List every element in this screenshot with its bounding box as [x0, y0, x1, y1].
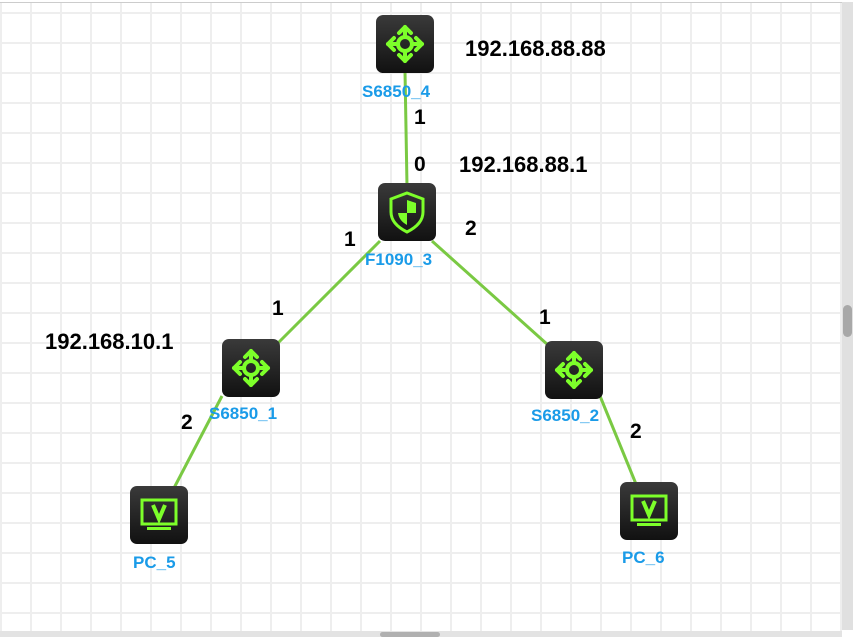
vertical-scrollbar[interactable] [842, 2, 853, 630]
pc-monitor-icon [140, 498, 178, 532]
node-label: S6850_2 [531, 406, 600, 425]
switch-icon [232, 349, 270, 387]
node-pc-6[interactable] [620, 482, 678, 540]
firewall-shield-icon [389, 191, 425, 234]
port-label: 2 [181, 411, 193, 434]
horizontal-scrollbar[interactable] [0, 631, 842, 637]
port-label: 2 [465, 217, 477, 240]
port-label: 1 [344, 228, 356, 251]
links-layer [172, 70, 638, 489]
link-s4-f3[interactable] [403, 70, 409, 187]
node-label: PC_5 [133, 553, 176, 572]
node-label: S6850_1 [209, 404, 278, 423]
link-f3-s1[interactable] [276, 239, 382, 345]
link-s1-pc5[interactable] [172, 395, 224, 489]
node-s6850-1[interactable] [222, 339, 280, 397]
node-pc-5[interactable] [130, 486, 188, 544]
node-label: PC_6 [622, 548, 665, 567]
node-label: F1090_3 [365, 250, 433, 269]
switch-icon [386, 25, 424, 63]
ip-label: 192.168.88.88 [465, 36, 606, 61]
port-label: 1 [414, 106, 426, 129]
link-s2-pc6[interactable] [598, 395, 638, 485]
vertical-scroll-thumb[interactable] [843, 305, 852, 337]
node-s6850-2[interactable] [545, 341, 603, 399]
link-f3-s2[interactable] [430, 239, 550, 347]
node-s6850-4[interactable] [376, 15, 434, 73]
port-label: 1 [539, 306, 551, 329]
pc-monitor-icon [630, 494, 668, 528]
node-label: S6850_4 [362, 82, 431, 101]
ip-label: 192.168.88.1 [459, 152, 588, 177]
node-f1090-3[interactable] [378, 183, 436, 241]
port-label: 0 [414, 153, 426, 176]
horizontal-scroll-thumb[interactable] [380, 632, 440, 637]
port-label: 2 [630, 420, 642, 443]
port-label: 1 [272, 297, 284, 320]
switch-icon [555, 351, 593, 389]
ip-label: 192.168.10.1 [45, 329, 174, 354]
